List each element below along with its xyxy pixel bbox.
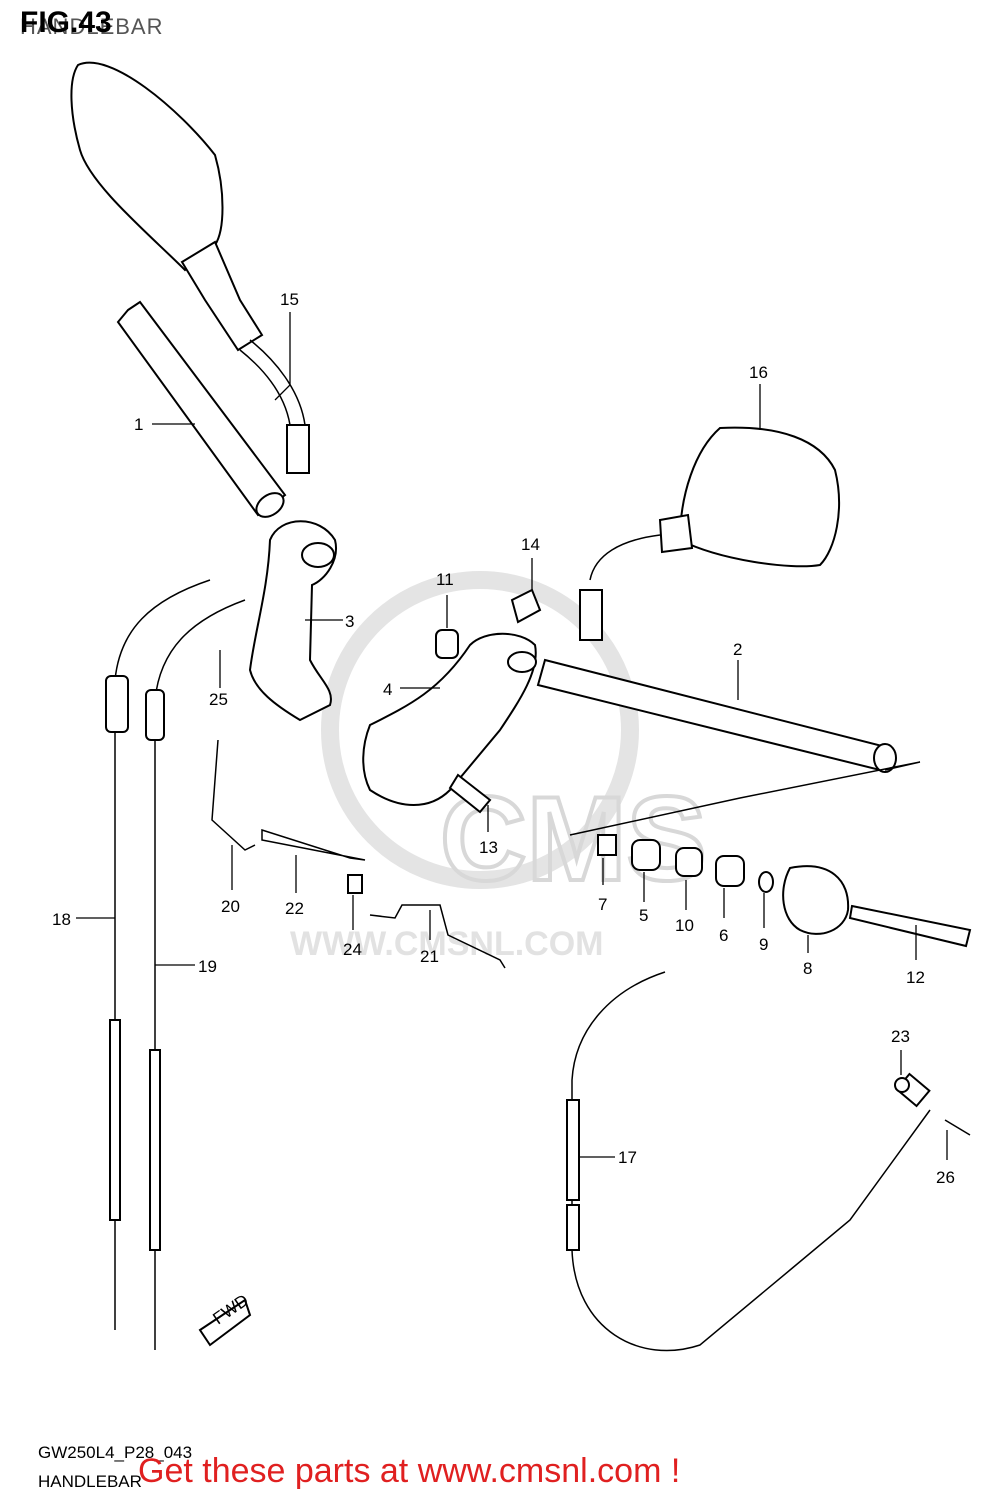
part-20-bracket: [211, 739, 256, 851]
label-20: 20: [221, 897, 240, 916]
label-16: 16: [749, 363, 768, 382]
label-21: 21: [420, 947, 439, 966]
label-9: 9: [759, 935, 768, 954]
part-13-bolt: [448, 773, 492, 814]
label-5: 5: [639, 906, 648, 925]
label-3: 3: [345, 612, 354, 631]
label-1: 1: [134, 415, 143, 434]
left-grip: [116, 300, 287, 518]
handlebar-holder-4: [362, 632, 537, 806]
cmsnl-watermark: CMS WWW.CMSNL.COM: [290, 571, 709, 963]
part-labels: 15 1 3 4 2 16 11 14 13 25 18 19 20 22 24…: [52, 290, 955, 1187]
handlebar-pipe: [536, 658, 921, 836]
label-10: 10: [675, 916, 694, 935]
label-6: 6: [719, 926, 728, 945]
label-24: 24: [343, 940, 362, 959]
label-25: 25: [209, 690, 228, 709]
label-22: 22: [285, 899, 304, 918]
label-7: 7: [598, 895, 607, 914]
throttle-cables: [105, 579, 246, 1350]
label-19: 19: [198, 957, 217, 976]
label-12: 12: [906, 968, 925, 987]
label-15: 15: [280, 290, 299, 309]
label-4: 4: [383, 680, 392, 699]
label-23: 23: [891, 1027, 910, 1046]
label-17: 17: [618, 1148, 637, 1167]
cta-link[interactable]: Get these parts at www.cmsnl.com !: [138, 1452, 681, 1490]
label-8: 8: [803, 959, 812, 978]
part-24-screw: [347, 874, 363, 894]
part-22-clamp: [261, 828, 366, 861]
handlebar-holder-3: [248, 520, 337, 722]
label-11: 11: [436, 570, 454, 589]
clutch-cable: [566, 971, 971, 1352]
leader-lines: [76, 312, 948, 1160]
mirror-left: [70, 61, 310, 474]
label-13: 13: [479, 838, 498, 857]
label-2: 2: [733, 640, 742, 659]
diagram-name: HANDLEBAR: [38, 1472, 142, 1491]
label-18: 18: [52, 910, 71, 929]
mirror-right: [579, 426, 841, 641]
part-11-collar: [435, 629, 459, 659]
part-21-wire: [369, 904, 506, 969]
balancer-parts: [597, 834, 972, 948]
diagram-subtitle: HANDLEBAR: [20, 14, 164, 39]
part-14-bolt: [510, 588, 542, 624]
figure-number: FIG.43: [20, 6, 112, 39]
watermark-brand: CMS: [440, 772, 707, 906]
label-14: 14: [521, 535, 540, 554]
forward-arrow-badge: FWD: [198, 1291, 252, 1347]
diagram-code: GW250L4_P28_043: [38, 1443, 193, 1462]
label-26: 26: [936, 1168, 955, 1187]
